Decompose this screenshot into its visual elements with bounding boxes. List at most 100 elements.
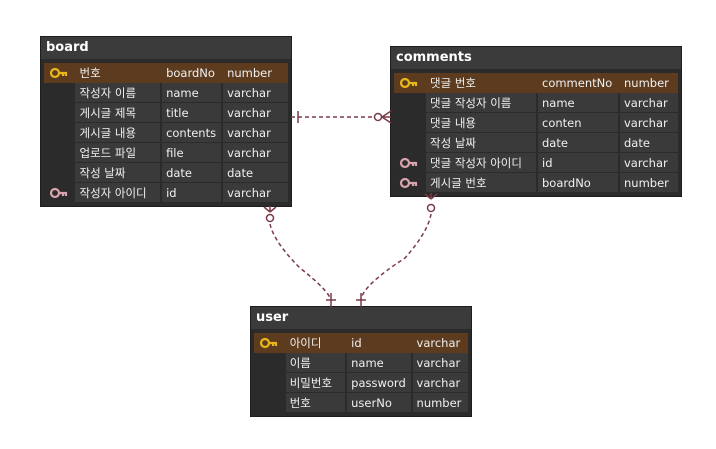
- foreign-key-icon: [394, 173, 424, 193]
- many-marker: [263, 206, 277, 213]
- column-field: name: [162, 83, 222, 103]
- many-marker: [381, 110, 392, 124]
- column-type: varchar: [620, 113, 678, 133]
- column-type: number: [223, 63, 289, 83]
- column-type: varchar: [412, 333, 468, 353]
- column-label: 댓글 번호: [426, 73, 536, 93]
- column-type: varchar: [223, 143, 289, 163]
- column-type: varchar: [620, 93, 678, 113]
- column-label: 게시글 제목: [75, 103, 161, 123]
- column-field: id: [347, 333, 411, 353]
- key-slot: [44, 123, 74, 143]
- column-field: date: [162, 163, 222, 183]
- column-type: varchar: [620, 153, 678, 173]
- column-field: date: [538, 133, 618, 153]
- column-field: id: [538, 153, 618, 173]
- key-slot: [44, 143, 74, 163]
- key-slot: [254, 393, 284, 413]
- key-slot: [44, 83, 74, 103]
- column-type: number: [620, 73, 678, 93]
- column-type: varchar: [412, 353, 468, 373]
- column-field: id: [162, 183, 222, 203]
- column-label: 번호: [285, 393, 346, 413]
- column-field: password: [347, 373, 411, 393]
- primary-key-icon: [44, 63, 73, 83]
- column-type: varchar: [223, 123, 289, 143]
- column-label: 댓글 작성자 아이디: [426, 153, 536, 173]
- column-field: name: [347, 353, 411, 373]
- column-field: boardNo: [538, 173, 618, 193]
- table-title: comments: [391, 47, 681, 69]
- column-label: 댓글 작성자 이름: [426, 93, 536, 113]
- primary-key-icon: [394, 73, 424, 93]
- column-field: conten: [538, 113, 618, 133]
- many-marker: [424, 193, 438, 200]
- column-label: 번호: [75, 63, 161, 83]
- column-type: varchar: [223, 83, 289, 103]
- primary-key-icon: [254, 333, 284, 353]
- column-field: userNo: [347, 393, 411, 413]
- key-slot: [254, 373, 284, 393]
- key-slot: [44, 103, 74, 123]
- key-slot: [394, 133, 424, 153]
- column-label: 작성 날짜: [75, 163, 161, 183]
- column-field: title: [162, 103, 222, 123]
- relation-user-comments: [360, 213, 432, 301]
- column-label: 작성자 아이디: [75, 183, 161, 203]
- column-type: date: [620, 133, 678, 153]
- column-type: number: [412, 393, 468, 413]
- key-slot: [254, 353, 284, 373]
- foreign-key-icon: [44, 183, 74, 203]
- column-label: 비밀번호: [285, 373, 346, 393]
- column-label: 게시글 내용: [75, 123, 161, 143]
- column-label: 이름: [285, 353, 346, 373]
- column-type: number: [620, 173, 678, 193]
- zero-marker: [426, 203, 436, 213]
- column-type: varchar: [223, 103, 289, 123]
- column-label: 작성 날짜: [426, 133, 536, 153]
- column-field: name: [538, 93, 618, 113]
- table-title: board: [41, 37, 291, 59]
- zero-marker: [265, 213, 275, 223]
- column-type: date: [223, 163, 289, 183]
- key-slot: [44, 163, 74, 183]
- column-label: 업로드 파일: [75, 143, 161, 163]
- column-field: file: [162, 143, 222, 163]
- key-slot: [394, 93, 424, 113]
- column-type: varchar: [223, 183, 289, 203]
- column-type: varchar: [412, 373, 468, 393]
- column-label: 아이디: [285, 333, 346, 353]
- relation-user-board: [269, 223, 332, 301]
- key-slot: [394, 113, 424, 133]
- column-field: commentNo: [538, 73, 618, 93]
- zero-marker: [373, 112, 383, 122]
- foreign-key-icon: [394, 153, 424, 173]
- column-label: 댓글 내용: [426, 113, 536, 133]
- table-title: user: [251, 307, 471, 329]
- column-field: boardNo: [162, 63, 222, 83]
